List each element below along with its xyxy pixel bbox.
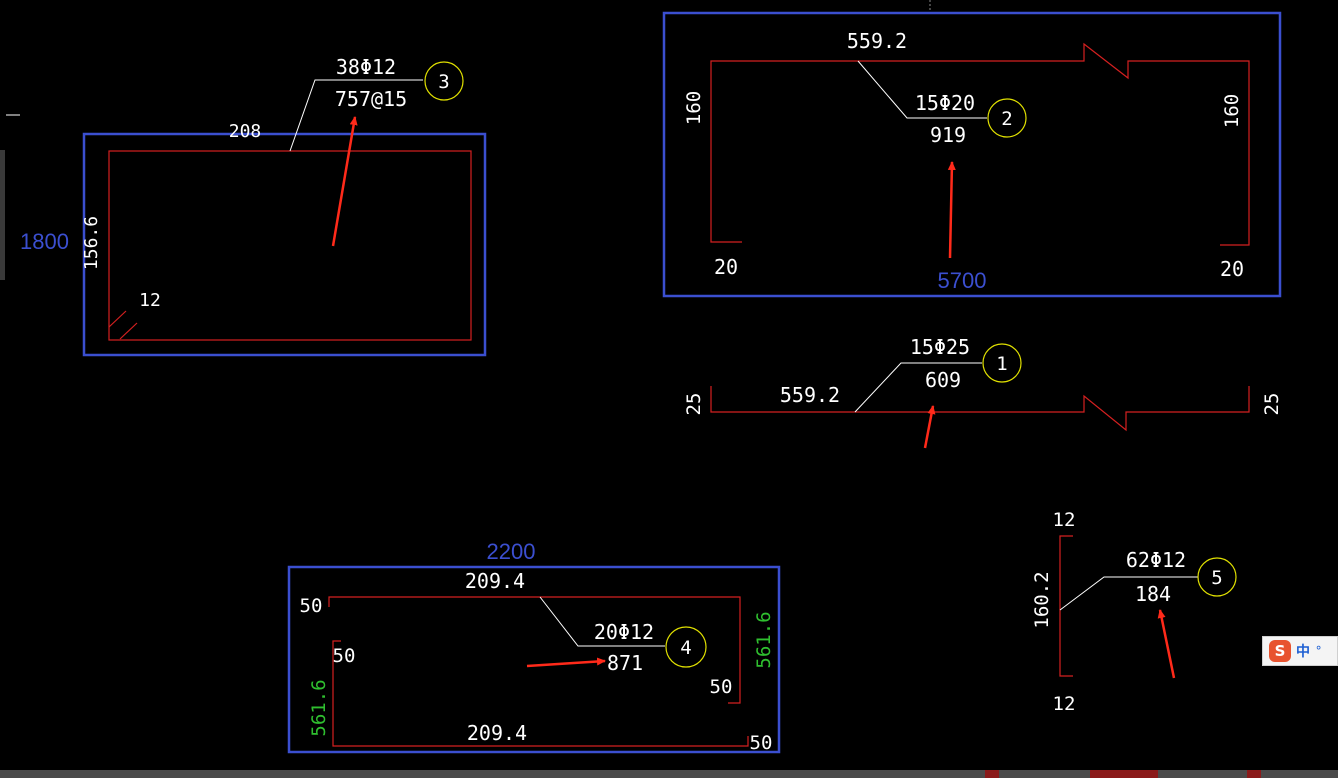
section-label-1800: 1800 [20,229,69,254]
bar1-group: 1 15Φ25 609 559.2 25 25 [683,335,1283,449]
bar3-callout-arrow [331,116,358,247]
section-box-1800 [82,132,487,357]
left-toolbar-edge [0,150,5,280]
bar4-length: 871 [607,651,643,675]
section-box-2200 [287,565,781,754]
bar2-right-foot: 20 [1220,257,1244,281]
bar2-left-foot: 20 [714,255,738,279]
bar2-leader [857,60,987,119]
bar5-top-hook: 12 [1053,509,1076,531]
bar1-spec: 15Φ25 [910,335,970,359]
bar3-height: 156.6 [81,216,102,270]
bar4-right-height: 561.6 [753,611,775,668]
bar2-length: 919 [930,123,966,147]
bar4-left-top-hook: 50 [300,595,323,617]
bar1-callout-arrow [923,405,936,449]
bar1-left-hook: 25 [683,393,705,416]
bar4-balloon[interactable] [665,626,707,668]
bar5-number: 5 [1211,567,1222,589]
bar1-number: 1 [996,353,1007,375]
bar4-top-shape[interactable] [328,596,741,704]
bar5-bottom-hook: 12 [1053,693,1076,715]
bar3-shape[interactable] [108,150,472,341]
bar1-main-segment: 559.2 [780,383,840,407]
bar3-hook-length: 12 [139,290,161,311]
ime-toolbar[interactable]: S 中 ° [1262,636,1338,666]
bar1-right-hook: 25 [1261,393,1283,416]
bar3-leader [289,79,423,152]
bar4-left-height: 561.6 [308,679,330,736]
ime-language-toggle[interactable]: 中 [1296,644,1310,660]
bar2-left-leg: 160 [683,91,705,125]
bar4-top-length: 209.4 [465,569,525,593]
bar4-right-inner-hook: 50 [710,676,733,698]
bar5-leader [1059,576,1198,611]
bar2-shape[interactable] [710,42,1250,246]
bar5-group: 5 62Φ12 184 12 12 160.2 [1031,509,1237,715]
bar1-length: 609 [925,368,961,392]
bar4-bottom-shape[interactable] [332,640,749,747]
bar2-balloon[interactable] [987,98,1027,138]
bar5-callout-arrow [1157,609,1176,679]
bar4-right-bottom-hook: 50 [750,732,773,754]
bar5-height: 160.2 [1031,571,1053,628]
bar5-spec: 62Φ12 [1126,548,1186,572]
bar2-number: 2 [1001,108,1012,130]
bar3-hook-line [108,310,127,328]
section-label-2200: 2200 [487,539,536,564]
bar2-main-segment: 559.2 [847,29,907,53]
bar4-bottom-length: 209.4 [467,721,527,745]
taskbar-tab[interactable] [985,770,999,778]
bar1-leader [854,362,982,413]
bar3-hook-line-2 [119,322,138,340]
bar2-group: 2 15Φ20 919 559.2 160 160 20 20 5700 [662,11,1282,298]
bar1-balloon[interactable] [982,343,1022,383]
bar2-callout-arrow [947,161,956,259]
sogou-logo-icon[interactable]: S [1269,640,1291,662]
bar3-spec: 38Φ12 [336,55,396,79]
ime-punctuation-icon[interactable]: ° [1315,644,1323,658]
section-label-5700: 5700 [938,268,987,293]
bar5-balloon[interactable] [1197,557,1237,597]
taskbar-strip [0,770,1338,778]
bar4-group: 4 20Φ12 871 209.4 209.4 50 50 50 50 561.… [287,539,781,754]
bar3-length: 757@15 [335,87,407,111]
bar4-left-inner-hook: 50 [333,645,356,667]
bar3-number: 3 [438,71,449,93]
bar1-shape[interactable] [710,386,1250,432]
section-box-5700 [662,11,1282,298]
bar3-width: 208 [229,121,262,142]
taskbar-tab[interactable] [1247,770,1261,778]
bar3-balloon[interactable] [424,61,464,101]
bar4-leader [539,596,665,647]
bar4-number: 4 [680,637,691,659]
bar2-spec: 15Φ20 [915,91,975,115]
bar4-spec: 20Φ12 [594,620,654,644]
taskbar-tab[interactable] [1090,770,1158,778]
bar3-group: 3 38Φ12 757@15 208 156.6 12 1800 [20,55,487,357]
bar5-shape[interactable] [1059,535,1073,677]
bar5-length: 184 [1135,582,1171,606]
bar2-right-leg: 160 [1221,94,1243,128]
bar4-callout-arrow [526,657,606,668]
